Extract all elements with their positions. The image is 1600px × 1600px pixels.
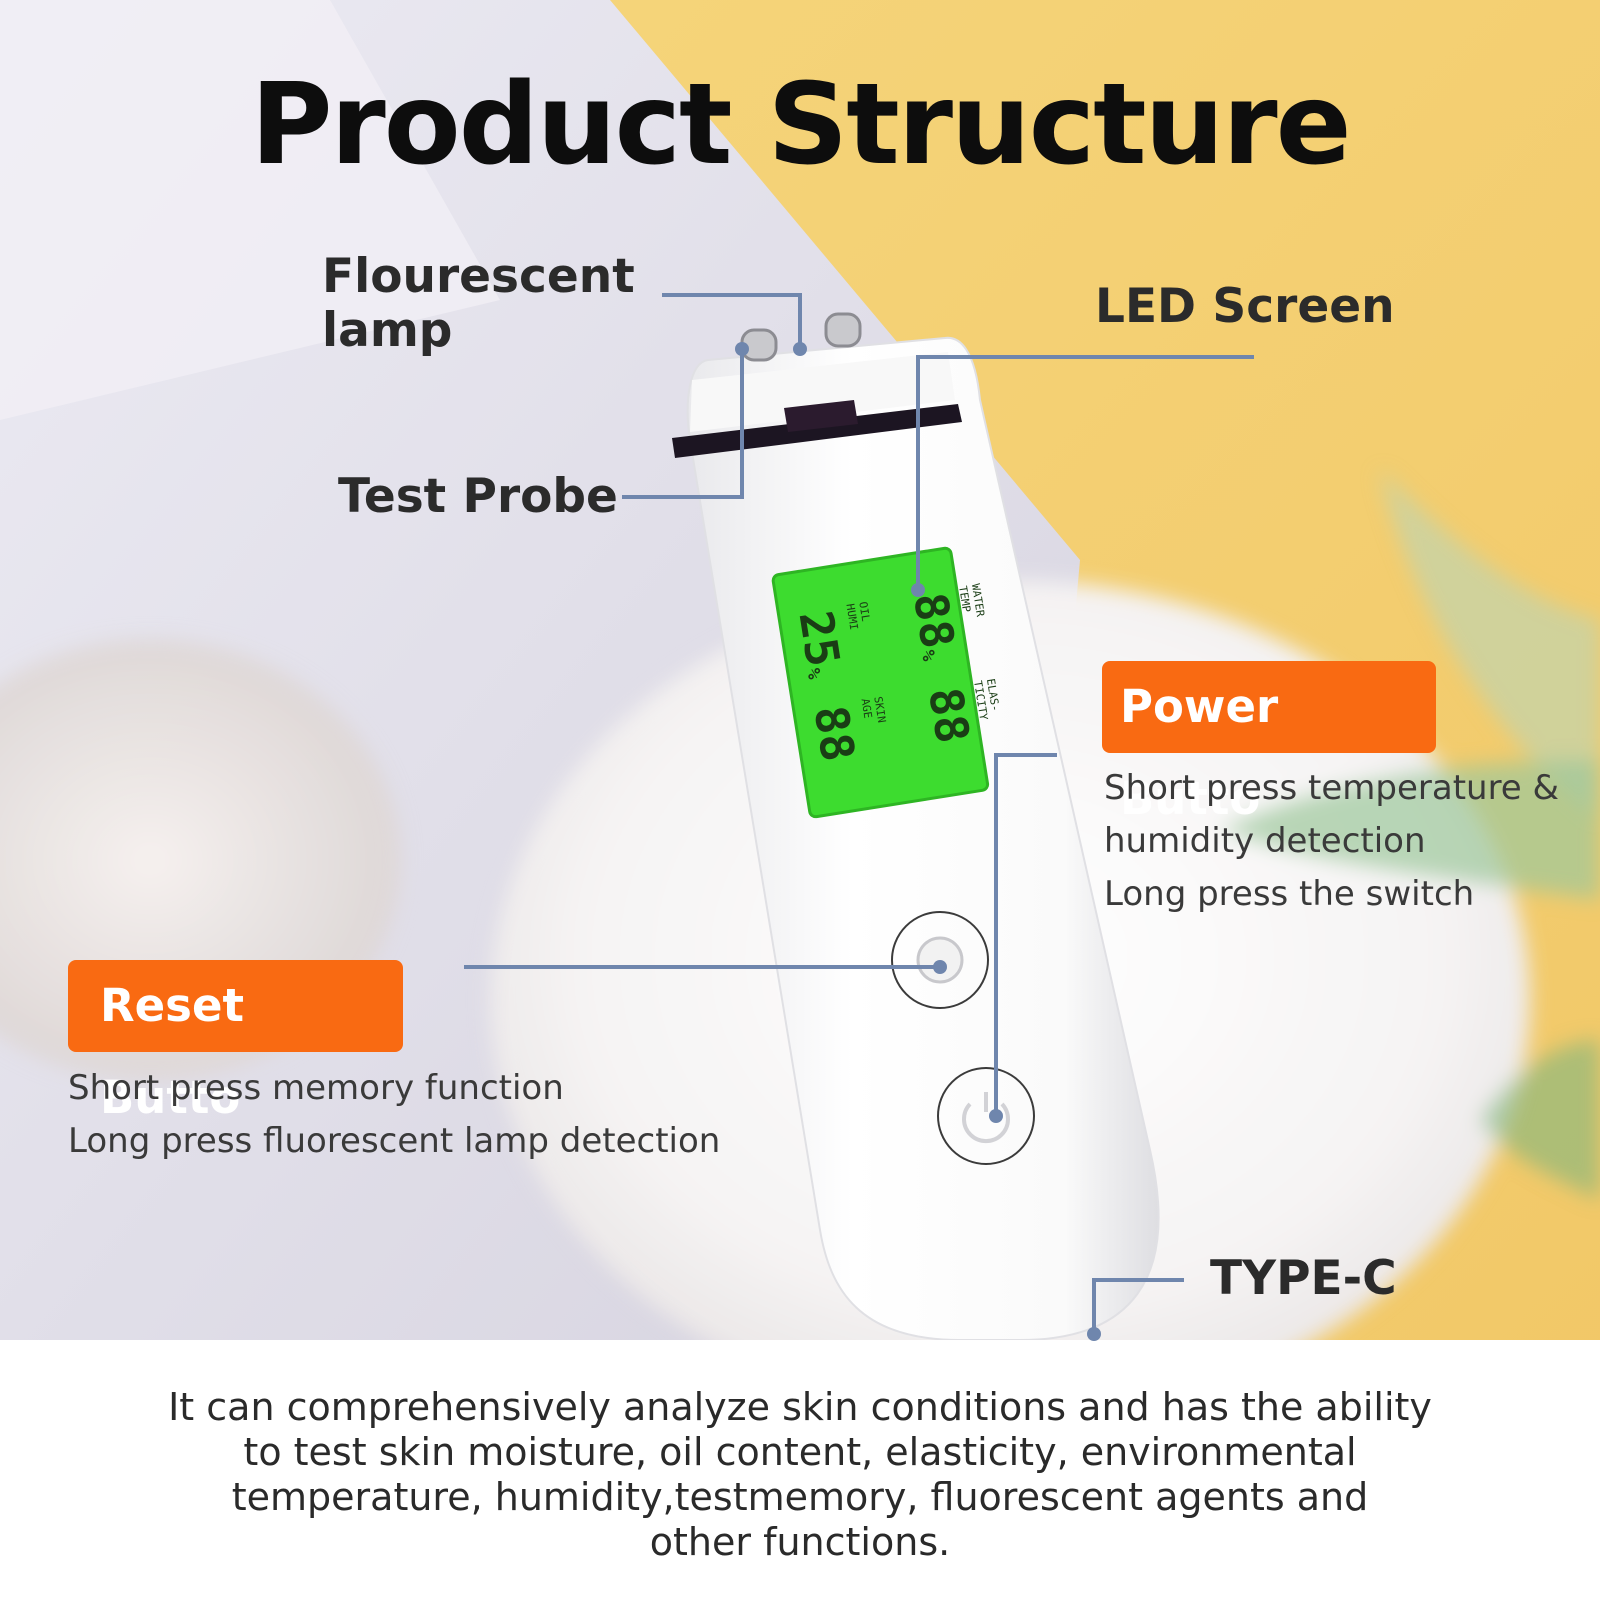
reset-button-badge: Reset Butto (68, 960, 403, 1124)
lcd-value-skin-age: 88 (803, 701, 866, 766)
power-button-desc-line1: Short press temperature & (1104, 768, 1560, 808)
product-description: It can comprehensively analyze skin cond… (120, 1385, 1480, 1565)
lcd-readout: WATER TEMP OIL HUMI ELAS- TICITY SKIN AG… (744, 574, 1014, 790)
reset-button-description: Short press memory function Long press f… (68, 1062, 788, 1168)
label-led-screen: LED Screen (1095, 279, 1395, 334)
label-fluorescent-lamp-line1: Flourescent (322, 249, 635, 304)
lcd-percent-oil: % (802, 666, 825, 681)
label-type-c: TYPE-C (1210, 1251, 1397, 1306)
lcd-skin-label: SKIN (871, 695, 889, 724)
lcd-water-label: WATER (968, 582, 987, 618)
reset-button-desc-line2: Long press fluorescent lamp detection (68, 1121, 721, 1161)
label-fluorescent-lamp-line2: lamp (322, 303, 453, 358)
product-description-line3: temperature, humidity,testmemory, fluore… (231, 1475, 1369, 1519)
description-band (0, 1340, 1600, 1600)
power-button-badge: Power Butto (1102, 661, 1436, 825)
power-button-desc-line2: humidity detection (1104, 821, 1426, 861)
product-description-line4: other functions. (649, 1520, 951, 1564)
reset-button-desc-line1: Short press memory function (68, 1068, 564, 1108)
page-title: Product Structure (250, 60, 1351, 190)
lcd-value-oil: 25 (788, 607, 851, 671)
product-description-line2: to test skin moisture, oil content, elas… (243, 1430, 1357, 1474)
power-button-description: Short press temperature & humidity detec… (1104, 762, 1594, 921)
lcd-value-water: 88 (903, 588, 966, 653)
lcd-screen (771, 546, 990, 819)
label-test-probe: Test Probe (338, 469, 618, 524)
label-fluorescent-lamp: Flourescent lamp (322, 250, 635, 358)
lcd-percent-water: % (916, 648, 940, 663)
power-button-desc-line3: Long press the switch (1104, 874, 1475, 914)
product-description-line1: It can comprehensively analyze skin cond… (168, 1385, 1432, 1429)
lcd-value-elasticity: 88 (918, 683, 981, 747)
